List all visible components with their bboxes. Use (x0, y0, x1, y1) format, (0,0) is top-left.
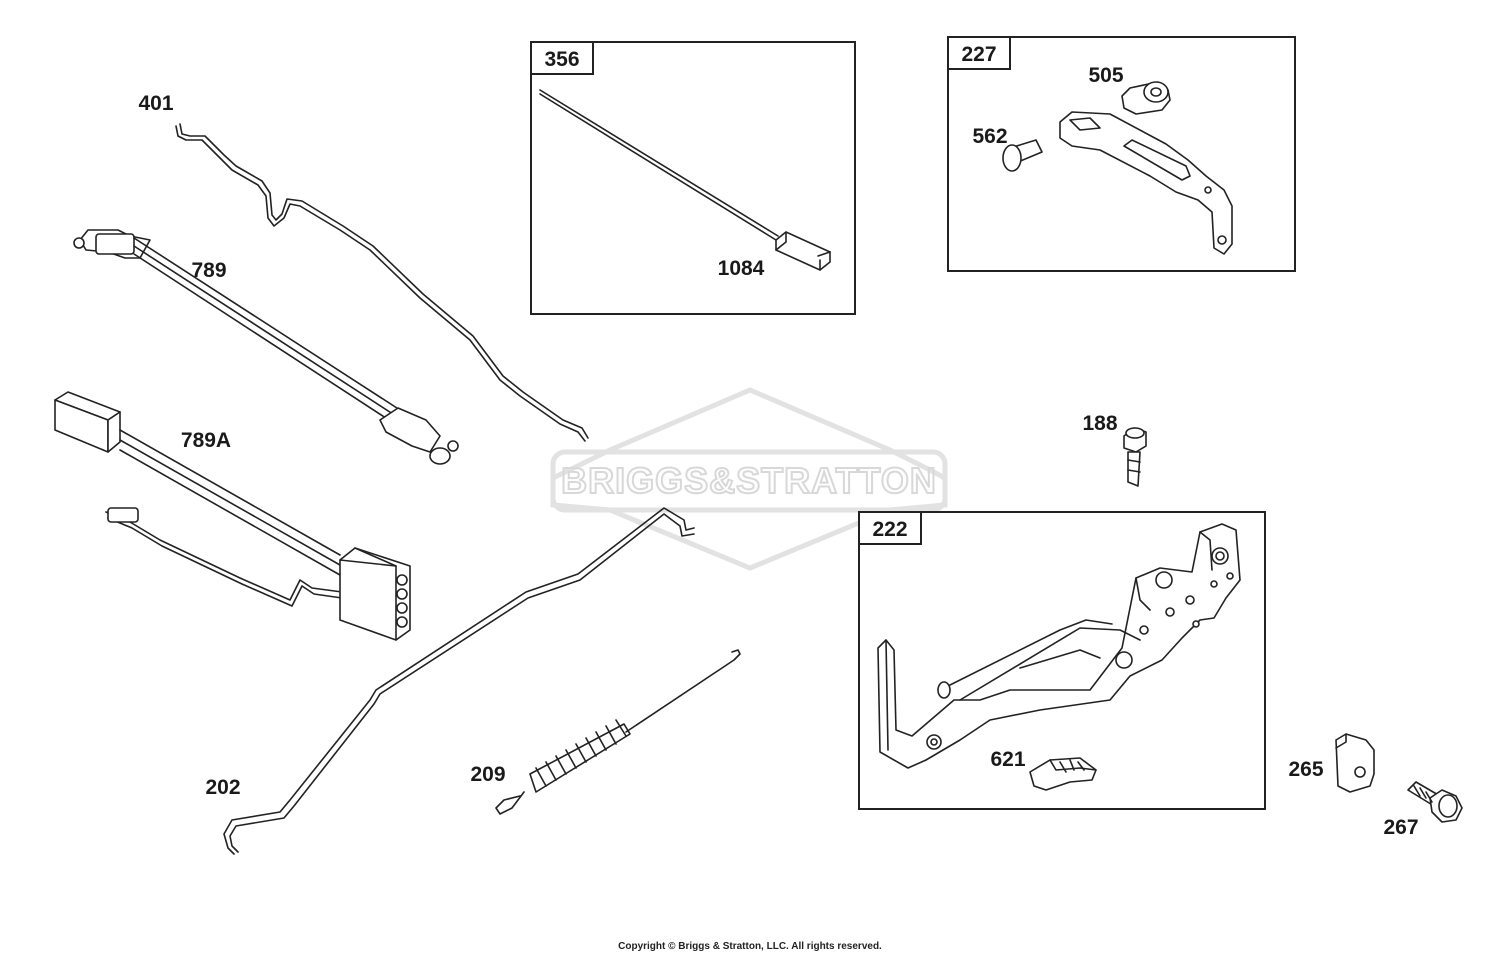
callout-401: 401 (138, 92, 173, 115)
part-209-spring[interactable] (495, 649, 741, 815)
box-227-label: 227 (961, 43, 996, 66)
box-356-label: 356 (544, 48, 579, 71)
callout-188: 188 (1082, 412, 1117, 435)
callout-789a: 789A (181, 429, 231, 452)
part-227-lever[interactable] (1059, 111, 1233, 255)
part-789a-harness[interactable] (54, 391, 411, 641)
part-202-governor-rod[interactable] (223, 507, 695, 855)
part-621-clip[interactable] (1029, 757, 1097, 791)
part-401-link-rod[interactable] (175, 123, 589, 442)
part-265-block[interactable] (1335, 733, 1375, 793)
box-222: 222 (858, 511, 1266, 810)
box-356: 356 (530, 41, 856, 315)
part-1084-kill-wire[interactable] (539, 89, 831, 271)
callout-1084: 1084 (718, 257, 765, 280)
callout-621: 621 (990, 748, 1025, 771)
part-789-wire-harness[interactable] (73, 229, 459, 465)
callout-505: 505 (1088, 64, 1123, 87)
box-227: 227 (947, 36, 1296, 272)
watermark: BRIGGS&STRATTON (550, 387, 948, 571)
callout-202: 202 (205, 776, 240, 799)
callout-267: 267 (1383, 816, 1418, 839)
watermark-text: BRIGGS&STRATTON (561, 460, 937, 501)
box-222-label: 222 (872, 518, 907, 541)
callout-789: 789 (191, 259, 226, 282)
part-188-bolt[interactable] (1123, 427, 1147, 487)
callout-562: 562 (972, 125, 1007, 148)
callout-209: 209 (470, 763, 505, 786)
copyright-notice: Copyright © Briggs & Stratton, LLC. All … (618, 941, 882, 952)
part-267-screw[interactable] (1407, 781, 1463, 823)
callout-265: 265 (1288, 758, 1323, 781)
part-222-control-bracket[interactable] (877, 523, 1241, 769)
part-562-pin[interactable] (1002, 139, 1043, 172)
part-505-spacer[interactable] (1121, 81, 1171, 115)
